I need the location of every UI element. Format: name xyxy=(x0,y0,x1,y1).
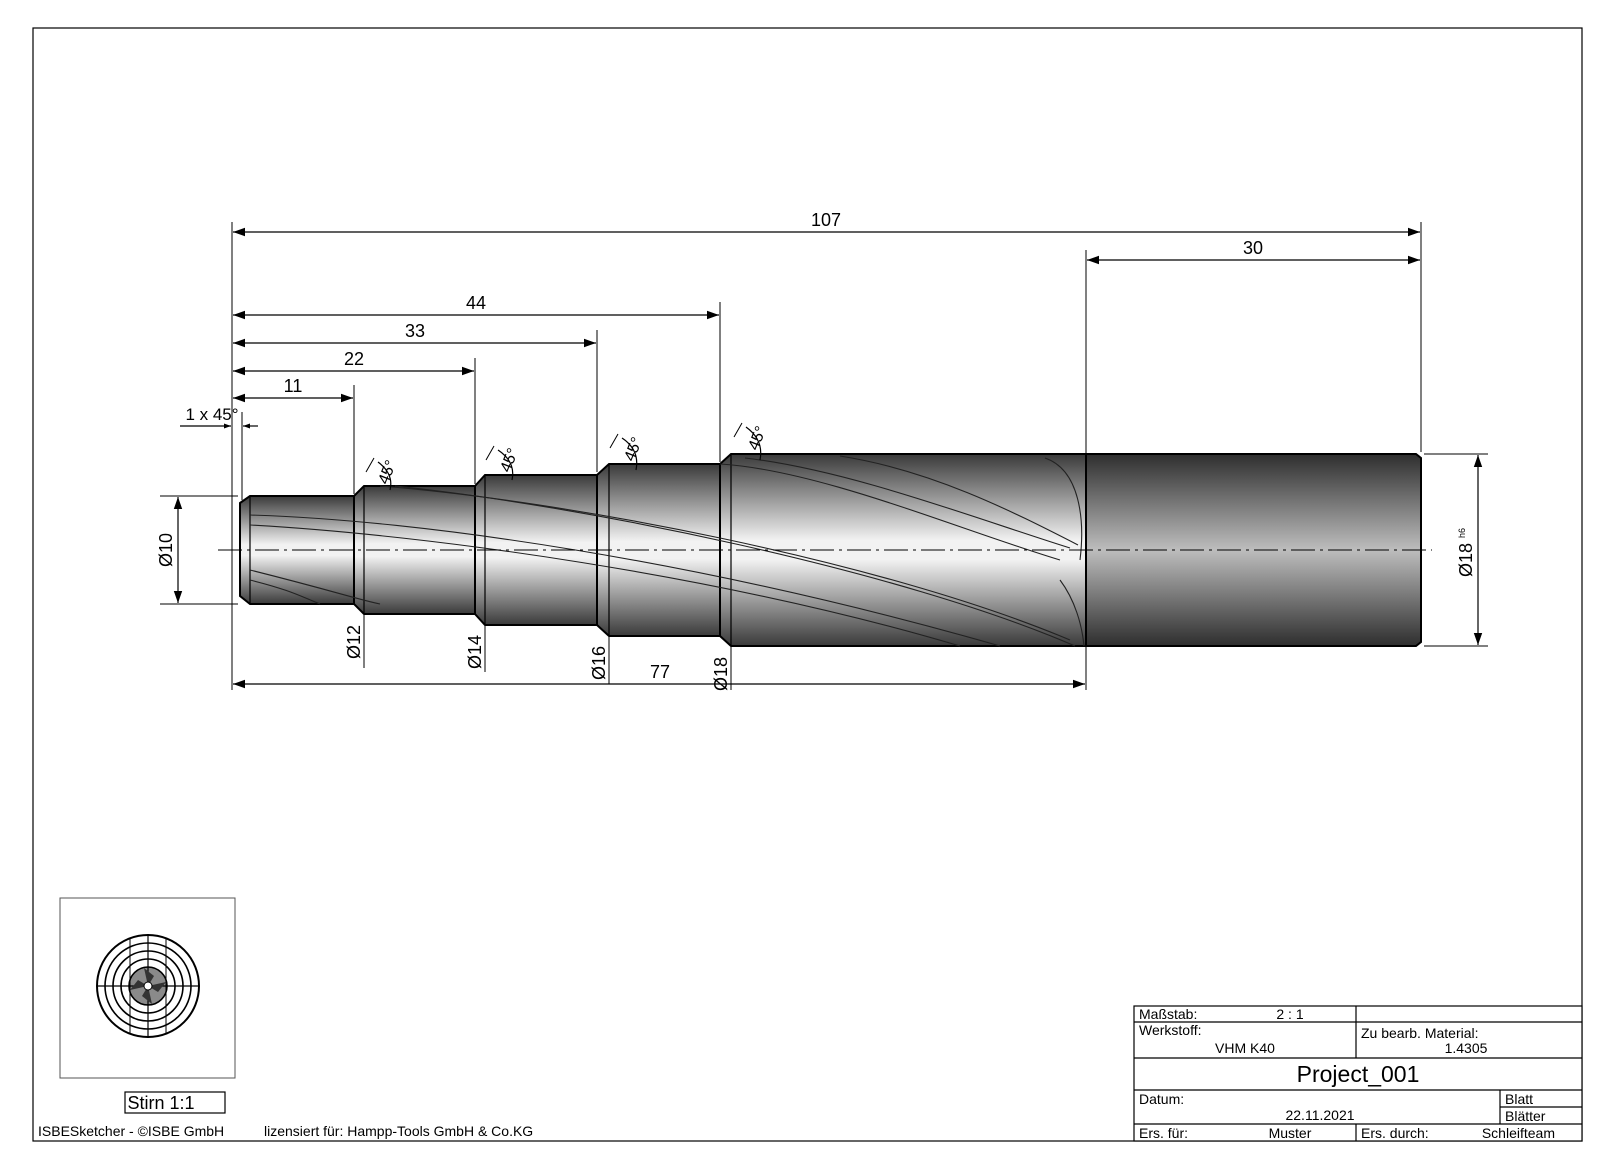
sheets-label: Blätter xyxy=(1505,1108,1546,1124)
dim-text-77: 77 xyxy=(650,662,670,682)
scale-label: Maßstab: xyxy=(1139,1006,1197,1022)
flute-line xyxy=(394,485,1076,647)
dim-text-22: 22 xyxy=(344,349,364,369)
made-by-value: Schleifteam xyxy=(1482,1125,1555,1141)
sheet-border xyxy=(32,27,1583,1142)
flute-line xyxy=(719,463,1061,561)
flute-line xyxy=(744,457,1071,549)
title-block xyxy=(1133,1005,1583,1142)
made-for-label: Ers. für: xyxy=(1139,1125,1188,1141)
scale-value: 2 : 1 xyxy=(1276,1006,1303,1022)
angle-text-3: 45° xyxy=(621,435,646,464)
project-title: Project_001 xyxy=(1297,1061,1420,1087)
dim-text-d16: Ø16 xyxy=(589,646,609,680)
date-value: 22.11.2021 xyxy=(1285,1107,1354,1123)
material-value: VHM K40 xyxy=(1215,1040,1275,1056)
dim-text-44: 44 xyxy=(466,293,486,313)
flute-line xyxy=(249,524,961,647)
flute-line xyxy=(1059,579,1085,647)
dim-text-30: 30 xyxy=(1243,238,1263,258)
software-credit: ISBESketcher - ©ISBE GmbH xyxy=(38,1123,224,1139)
date-label: Datum: xyxy=(1139,1091,1184,1107)
end-view-drawing xyxy=(96,934,200,1038)
workpiece-label: Zu bearb. Material: xyxy=(1361,1025,1479,1041)
dim-text-107: 107 xyxy=(811,210,841,230)
license-text: lizensiert für: Hampp-Tools GmbH & Co.KG xyxy=(264,1123,533,1139)
dim-text-d14: Ø14 xyxy=(465,635,485,669)
flute-line xyxy=(839,455,1079,546)
dim-text-d18-shank: Ø18 xyxy=(1456,543,1476,577)
dim-text-tolerance: h6 xyxy=(1457,528,1467,538)
step-diameter-leaders xyxy=(363,614,732,690)
flute-line xyxy=(249,514,1001,647)
tool-body xyxy=(239,453,1422,647)
dim-text-33: 33 xyxy=(405,321,425,341)
angle-callouts xyxy=(365,422,762,491)
end-view-label: Stirn 1:1 xyxy=(127,1093,194,1113)
sheet-label: Blatt xyxy=(1505,1091,1533,1107)
extension-lines xyxy=(160,222,1488,690)
end-view-frame xyxy=(59,897,236,1079)
made-for-value: Muster xyxy=(1269,1125,1312,1141)
flute-line xyxy=(249,579,321,605)
flute-line xyxy=(249,569,381,605)
flute-line xyxy=(1044,457,1083,561)
material-label: Werkstoff: xyxy=(1139,1022,1202,1038)
dim-text-d18-step: Ø18 xyxy=(711,657,731,691)
end-view-label-box xyxy=(124,1091,226,1114)
dim-text-d12: Ø12 xyxy=(344,625,364,659)
made-by-label: Ers. durch: xyxy=(1361,1125,1429,1141)
angle-text-4: 45° xyxy=(745,424,770,453)
dim-text-11: 11 xyxy=(284,376,303,396)
angle-text-2: 45° xyxy=(497,446,522,475)
dim-text-d10: Ø10 xyxy=(156,533,176,567)
dim-text-chamfer: 1 x 45° xyxy=(185,405,238,424)
workpiece-value: 1.4305 xyxy=(1445,1040,1488,1056)
